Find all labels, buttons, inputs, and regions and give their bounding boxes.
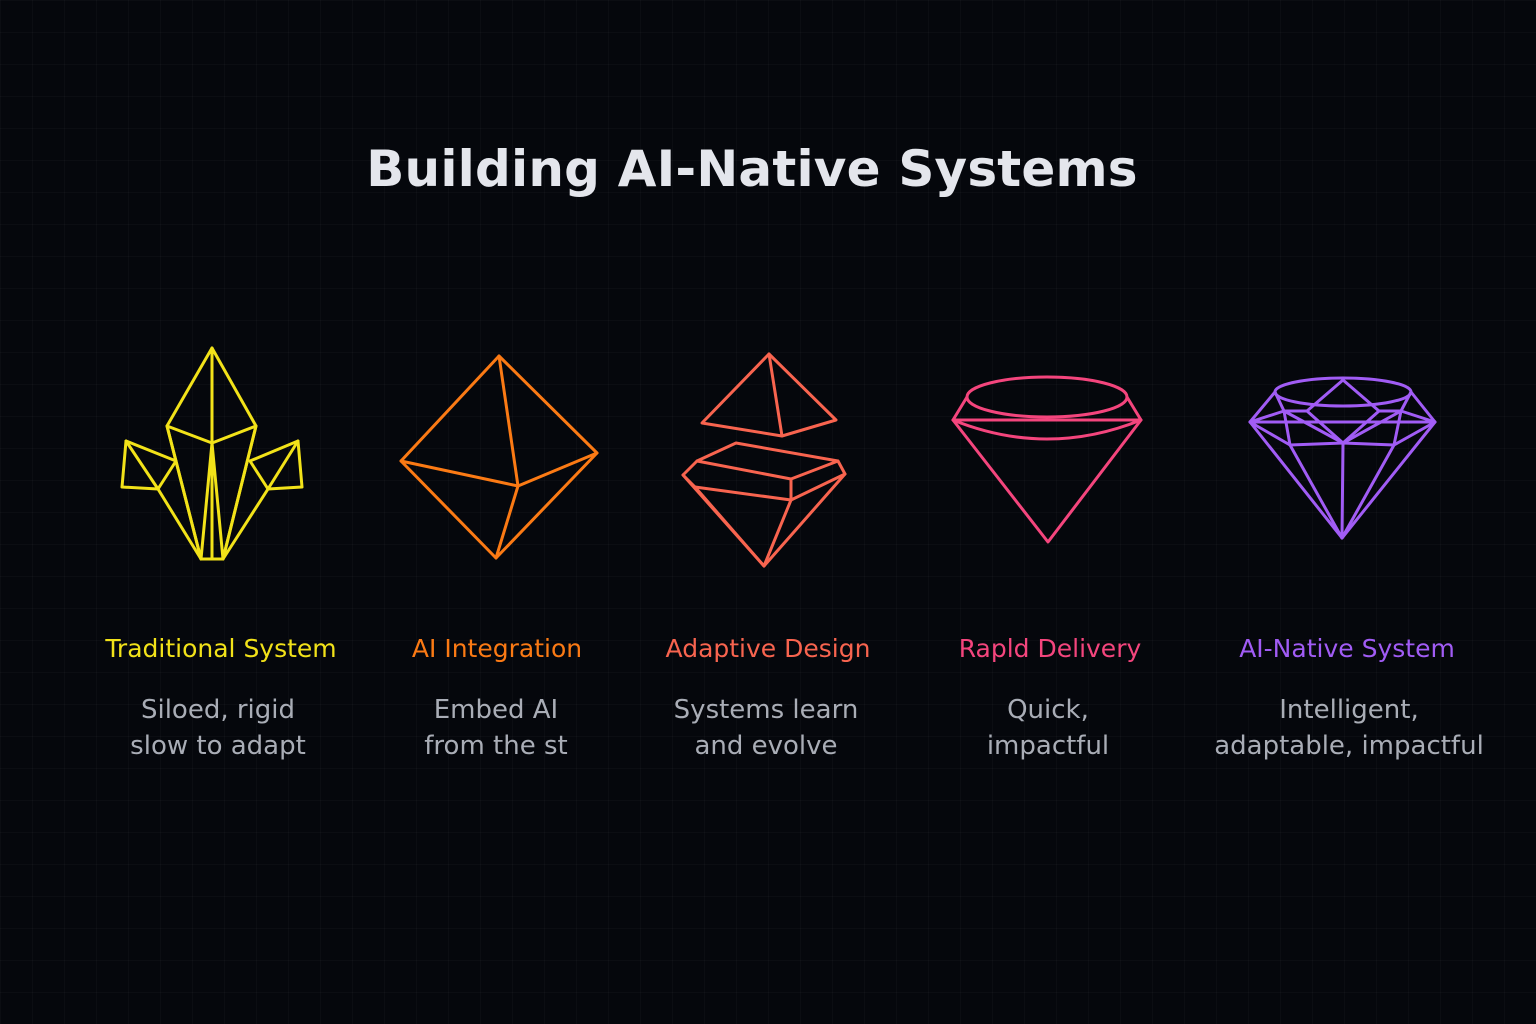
stage-label-ai-integration: AI Integration: [411, 634, 583, 663]
stage-description-adaptive-design: Systems learn and evolve: [596, 692, 936, 764]
stage-label-ai-native-system: AI-Native System: [1239, 634, 1455, 663]
split-gem-icon: [681, 352, 847, 568]
cone-gem-icon: [951, 375, 1143, 544]
stage-label-rapid-delivery: Rapld Delivery: [958, 634, 1142, 663]
description-line: and evolve: [694, 731, 838, 761]
description-line: Embed AI: [433, 695, 559, 725]
description-line: Intelligent,: [1279, 695, 1419, 725]
diamond-icon: [1248, 376, 1437, 540]
description-line: Quick,: [1007, 695, 1089, 725]
stage-label-adaptive-design: Adaptive Design: [665, 634, 871, 663]
description-line: Systems learn: [673, 695, 859, 725]
description-line: adaptable, impactful: [1214, 731, 1484, 761]
description-line: slow to adapt: [130, 731, 306, 761]
stage-description-ai-integration: Embed AI from the st: [326, 692, 666, 764]
stage-description-rapid-delivery: Quick, impactful: [878, 692, 1218, 764]
crystal-cluster-icon: [120, 346, 304, 561]
description-line: from the st: [424, 731, 568, 761]
octahedron-icon: [399, 354, 599, 560]
description-line: Siloed, rigid: [140, 695, 296, 725]
page-title: Building AI-Native Systems: [366, 140, 1138, 198]
description-line: impactful: [986, 731, 1110, 761]
stage-label-traditional-system: Traditional System: [105, 634, 337, 663]
stage-description-traditional-system: Siloed, rigid slow to adapt: [48, 692, 388, 764]
stage-description-ai-native-system: Intelligent, adaptable, impactful: [1179, 692, 1519, 764]
